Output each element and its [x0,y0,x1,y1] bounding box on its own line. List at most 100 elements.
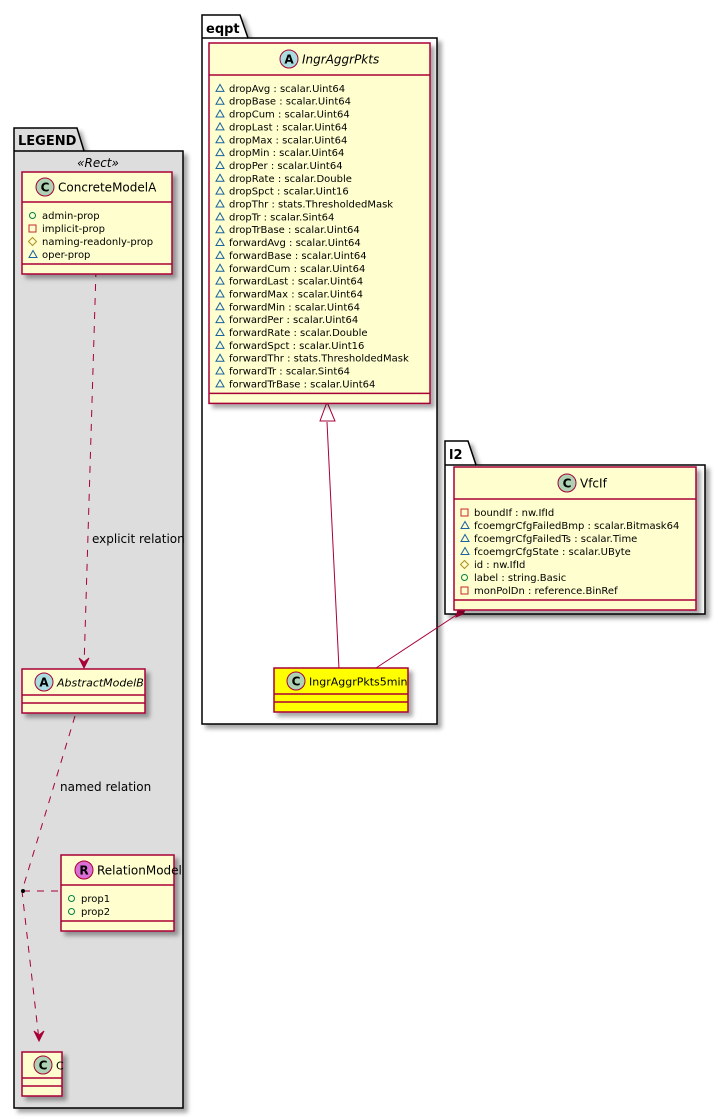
class-attribute[interactable]: forwardAvg : scalar.Uint64 [215,237,361,249]
class-attribute[interactable]: prop2 [68,907,111,918]
class-attribute[interactable]: dropLast : scalar.Uint64 [215,121,347,133]
private-visibility-icon [460,508,469,517]
class-attribute[interactable]: forwardSpct : scalar.Uint16 [215,340,364,352]
class-type-c-icon [286,671,306,691]
class-attribute[interactable]: dropAvg : scalar.Uint64 [215,83,345,95]
package-visibility-icon [215,134,225,144]
attribute-text: forwardAvg : scalar.Uint64 [229,238,361,249]
class-name: ConcreteModelA [58,181,157,195]
class-attribute[interactable]: dropBase : scalar.Uint64 [215,96,351,108]
inheritance-triangle-icon [319,400,336,422]
class-ingr-aggr-pkts-5min[interactable]: C IngrAggrPkts5min [273,667,409,713]
class-attribute[interactable]: forwardBase : scalar.Uint64 [215,250,367,262]
class-attribute[interactable]: implicit-prop [28,224,105,235]
class-attribute[interactable]: dropTr : scalar.Sint64 [215,211,334,223]
class-relation-model[interactable]: R RelationModel prop1 prop2 [60,854,182,932]
package-visibility-icon [215,327,225,336]
package-visibility-icon [460,546,470,555]
attribute-text: fcoemgrCfgFailedBmp : scalar.Bitmask64 [474,521,679,532]
junction-dot [21,889,25,893]
package-visibility-icon [460,533,470,542]
class-name: RelationModel [97,864,182,878]
attribute-text: label : string.Basic [474,573,566,584]
class-attribute[interactable]: dropSpct : scalar.Uint16 [215,186,349,198]
package-visibility-icon [460,520,470,529]
class-name: VfcIf [580,477,608,491]
class-name: C [56,1060,64,1073]
class-attribute[interactable]: admin-prop [29,211,100,222]
package-eqpt-name: eqpt [206,22,240,37]
class-attribute[interactable]: dropTrBase : scalar.Uint64 [215,224,360,236]
class-attribute[interactable]: forwardMax : scalar.Uint64 [215,288,363,300]
class-type-c-icon [35,177,55,197]
package-l2-name: l2 [449,448,463,463]
class-attribute[interactable]: id : nw.IfId [459,559,526,571]
class-attribute[interactable]: label : string.Basic [461,573,567,584]
package-visibility-icon [215,147,225,157]
attribute-text: forwardPer : scalar.Uint64 [229,315,358,326]
attribute-text: implicit-prop [42,224,105,235]
attribute-text: prop2 [81,907,110,918]
class-type-letter: A [284,53,294,67]
class-type-letter: C [292,675,301,689]
attribute-text: dropThr : stats.ThresholdedMask [229,200,393,211]
class-attribute[interactable]: monPolDn : reference.BinRef [460,586,618,597]
class-attribute[interactable]: dropMin : scalar.Uint64 [215,147,344,159]
class-name: IngrAggrPkts5min [309,676,408,689]
class-type-letter: R [79,864,88,878]
attribute-text: dropRate : scalar.Double [229,174,352,185]
class-attribute[interactable]: boundIf : nw.IfId [460,508,554,519]
relation-inheritance[interactable] [319,400,340,670]
class-attribute[interactable]: fcoemgrCfgFailedTs : scalar.Time [460,533,637,545]
class-attribute[interactable]: dropThr : stats.ThresholdedMask [215,198,393,211]
relation-explicit-label: explicit relation [92,532,185,546]
class-attribute[interactable]: prop1 [68,894,111,905]
class-attribute[interactable]: forwardRate : scalar.Double [215,327,368,339]
class-attribute[interactable]: forwardTr : scalar.Sint64 [215,366,350,378]
class-attribute[interactable]: forwardTrBase : scalar.Uint64 [215,378,375,390]
relation-named[interactable]: named relation [21,715,151,1043]
class-attribute[interactable]: forwardLast : scalar.Uint64 [215,276,363,288]
package-visibility-icon [215,288,225,298]
package-visibility-icon [215,378,225,388]
class-attribute[interactable]: dropMax : scalar.Uint64 [215,134,347,146]
class-attribute[interactable]: dropRate : scalar.Double [215,173,352,185]
class-attribute[interactable]: fcoemgrCfgFailedBmp : scalar.Bitmask64 [460,520,679,532]
attribute-text: id : nw.IfId [474,560,525,571]
class-attribute[interactable]: oper-prop [28,249,90,261]
class-attribute[interactable]: forwardThr : stats.ThresholdedMask [215,353,409,365]
relation-explicit[interactable]: explicit relation [78,269,185,670]
class-attribute[interactable]: fcoemgrCfgState : scalar.UByte [460,546,631,558]
package-visibility-icon [28,249,38,258]
class-type-letter: C [563,477,572,491]
class-attribute[interactable]: dropPer : scalar.Uint64 [215,160,343,172]
package-visibility-icon [215,314,225,324]
class-type-letter: A [39,676,49,690]
class-type-c-icon [557,473,577,493]
attribute-text: dropMax : scalar.Uint64 [229,135,347,146]
class-attribute[interactable]: naming-readonly-prop [27,236,154,248]
package-visibility-icon [215,250,225,259]
class-attribute[interactable]: dropCum : scalar.Uint64 [215,109,350,121]
package-visibility-icon [215,263,225,272]
class-attribute[interactable]: forwardMin : scalar.Uint64 [215,301,360,313]
attribute-text: dropBase : scalar.Uint64 [229,97,351,108]
class-attribute[interactable]: forwardCum : scalar.Uint64 [215,263,365,275]
class-name: AbstractModelB [56,677,144,690]
package-visibility-icon [215,353,225,362]
package-legend[interactable]: LEGEND «Rect» [13,127,184,1109]
package-visibility-icon [215,276,225,285]
attribute-text: monPolDn : reference.BinRef [474,586,618,597]
attribute-text: forwardThr : stats.ThresholdedMask [229,354,409,365]
package-visibility-icon [215,83,225,92]
class-type-letter: C [39,1059,48,1073]
class-abstract-model-b[interactable]: A AbstractModelB [21,668,146,714]
package-visibility-icon [215,186,225,195]
class-attribute[interactable]: forwardPer : scalar.Uint64 [215,314,358,326]
class-vfc-if[interactable]: C VfcIf boundIf : nw.IfId fcoemgrCfgFailedB… [453,466,697,611]
private-visibility-icon [28,224,37,233]
